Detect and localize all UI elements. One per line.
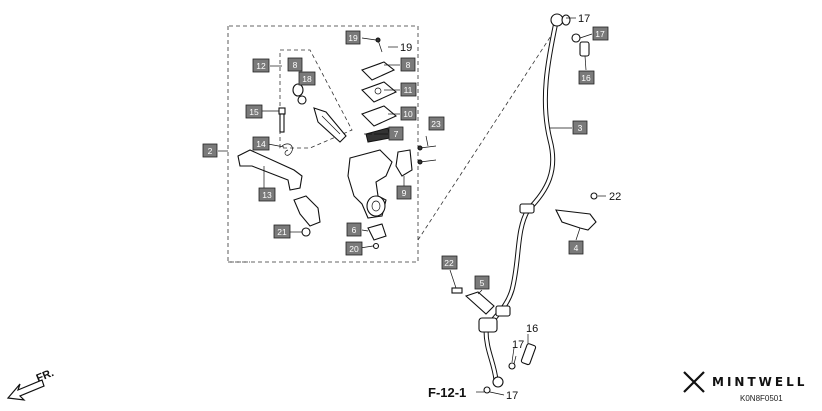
callout-21: 21 [273, 224, 291, 239]
switch-bracket [293, 195, 321, 227]
svg-text:19: 19 [348, 33, 358, 43]
callout-15: 15 [245, 104, 263, 119]
svg-text:14: 14 [256, 139, 266, 149]
callout-18: 18 [298, 71, 316, 86]
callout-4: 4 [568, 240, 584, 255]
reservoir-cap-parts [361, 61, 398, 143]
callout-12: 12 [252, 58, 270, 73]
svg-text:8: 8 [406, 60, 411, 70]
clamp-bolts [417, 145, 437, 165]
svg-text:15: 15 [249, 107, 259, 117]
svg-text:7: 7 [394, 129, 399, 139]
callout-13: 13 [258, 187, 276, 202]
callout-16a: 16 [578, 70, 595, 85]
callout-8b: 8 [400, 57, 416, 72]
reference-label: F-12-1 [428, 385, 466, 400]
callout-17b: 17 [592, 26, 609, 41]
brake-switch [367, 223, 387, 241]
front-label: FR. [35, 367, 56, 385]
callout-6: 6 [346, 222, 362, 237]
master-cylinder-group-outline [227, 21, 561, 263]
callout-2: 2 [202, 143, 218, 158]
pivot-bolt [278, 107, 286, 133]
svg-text:16: 16 [581, 73, 591, 83]
svg-text:3: 3 [578, 123, 583, 133]
callout-19a: 19 [345, 30, 361, 45]
svg-text:11: 11 [404, 85, 413, 95]
callout-11: 11 [400, 82, 417, 97]
hose-guide [451, 287, 495, 315]
callout-17d: 17 [506, 390, 518, 402]
callout-5: 5 [474, 275, 490, 290]
screw [372, 242, 380, 250]
svg-text:21: 21 [277, 227, 287, 237]
brand-name: MINTWELL [712, 375, 807, 389]
svg-text:22: 22 [444, 258, 454, 268]
callout-22b: 22 [441, 255, 458, 270]
callout-9: 9 [396, 185, 412, 200]
brand-mark-icon [683, 371, 705, 393]
front-arrow-icon [6, 379, 45, 401]
svg-text:12: 12 [256, 61, 266, 71]
brake-hose [478, 13, 564, 388]
callout-10: 10 [400, 106, 417, 121]
diagram-code: K0N8F0501 [740, 394, 783, 403]
svg-text:9: 9 [402, 188, 407, 198]
callout-14: 14 [252, 136, 270, 151]
cap-screw-19 [375, 37, 383, 53]
hose-bracket [555, 209, 597, 231]
brake-lever [237, 149, 303, 191]
callout-17c: 17 [512, 339, 524, 351]
brand-logo: MINTWELL [683, 371, 807, 393]
upper-banjo-parts [561, 14, 590, 57]
nut [301, 227, 311, 237]
callout-22a: 22 [609, 191, 621, 203]
svg-text:8: 8 [293, 60, 298, 70]
callout-17a: 17 [578, 13, 590, 25]
callout-7: 7 [388, 126, 404, 141]
callout-19b: 19 [400, 42, 412, 54]
svg-text:10: 10 [403, 109, 413, 119]
master-cylinder-body [347, 149, 413, 219]
svg-text:23: 23 [431, 119, 441, 129]
callout-8a: 8 [287, 57, 303, 72]
svg-text:6: 6 [352, 225, 357, 235]
svg-text:2: 2 [208, 146, 213, 156]
svg-text:17: 17 [595, 29, 605, 39]
callout-3: 3 [572, 120, 588, 135]
svg-text:20: 20 [349, 244, 359, 254]
svg-text:18: 18 [302, 74, 312, 84]
svg-text:4: 4 [574, 243, 579, 253]
front-direction-indicator: FR. [6, 367, 56, 401]
callout-23: 23 [428, 116, 445, 131]
callout-16b: 16 [526, 323, 538, 335]
lever-spring [281, 143, 293, 156]
lower-banjo-parts [483, 343, 537, 394]
callout-20: 20 [345, 241, 363, 256]
piston-parts [292, 83, 347, 143]
svg-text:13: 13 [262, 190, 272, 200]
svg-text:5: 5 [480, 278, 485, 288]
